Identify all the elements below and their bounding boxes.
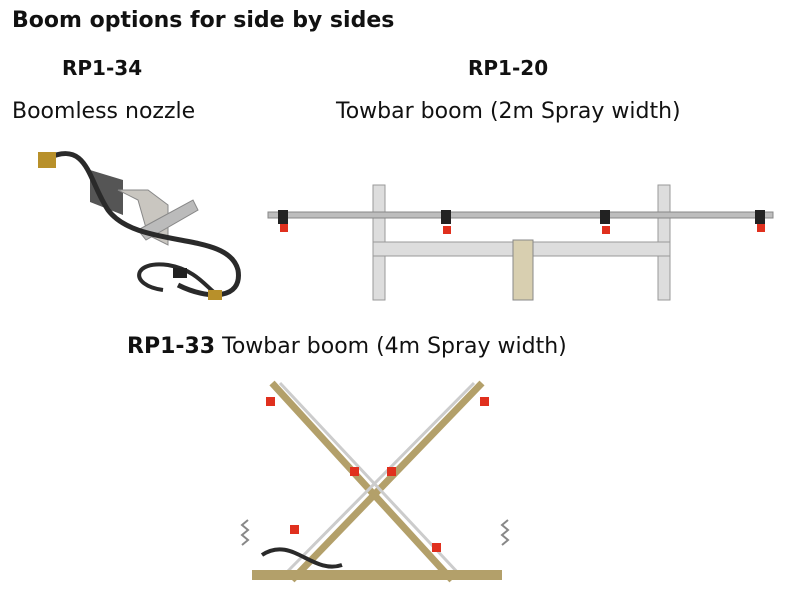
product-code-rp1-33: RP1-33 — [127, 334, 216, 359]
page-title: Boom options for side by sides — [12, 8, 395, 33]
product-desc-rp1-20: Towbar boom (2m Spray width) — [336, 99, 681, 124]
product-desc-rp1-33: Towbar boom (4m Spray width) — [222, 334, 567, 359]
product-desc-rp1-34: Boomless nozzle — [12, 99, 196, 124]
towbar-boom-4m-image — [240, 380, 510, 583]
boomless-nozzle-image — [38, 151, 241, 300]
product-code-rp1-20: RP1-20 — [468, 56, 549, 80]
product-code-rp1-34: RP1-34 — [62, 56, 143, 80]
product-rp1-33: RP1-33 Towbar boom (4m Spray width) — [127, 334, 567, 359]
towbar-boom-2m-image — [267, 184, 774, 301]
